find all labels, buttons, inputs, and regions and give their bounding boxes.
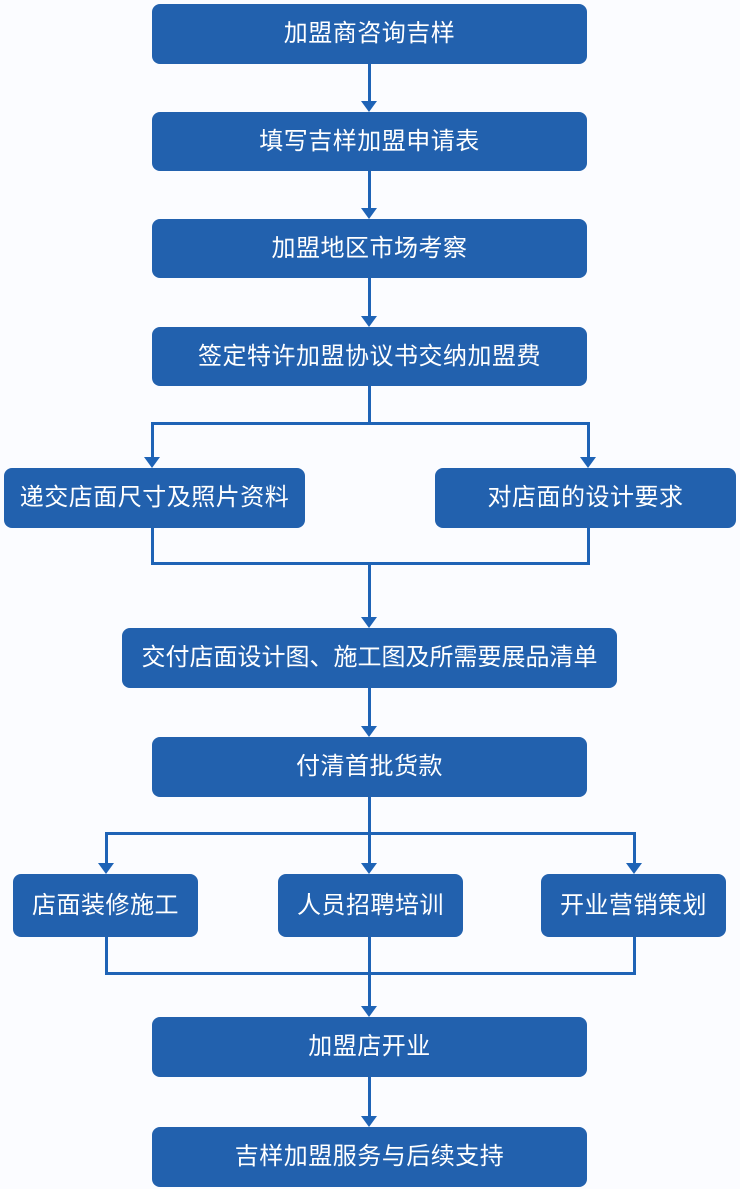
arrowhead-store-opening-icon (361, 1006, 377, 1017)
node-submit-store-info: 递交店面尺寸及照片资料 (4, 468, 305, 528)
arrowhead-recruitment-icon (361, 863, 377, 874)
connector-split2-horizontal (105, 832, 636, 835)
node-consult: 加盟商咨询吉样 (152, 4, 587, 64)
connector-merge1-right-drop (587, 528, 590, 565)
node-market-survey: 加盟地区市场考察 (152, 219, 587, 278)
arrowhead-deliver-design-icon (361, 617, 377, 628)
arrowhead-submit-info-icon (144, 457, 160, 468)
connector-line-deliver-pay (368, 688, 371, 726)
connector-split1-horizontal (151, 422, 590, 425)
connector-split1-stem (368, 386, 371, 425)
connector-merge2-left-drop (105, 937, 108, 975)
node-pay-first-batch: 付清首批货款 (152, 737, 587, 797)
node-store-renovation: 店面装修施工 (13, 874, 198, 937)
arrowhead-marketing-icon (626, 863, 642, 874)
connector-merge1-stem (368, 562, 371, 617)
arrowhead-application-icon (361, 101, 377, 112)
arrowhead-survey-icon (361, 208, 377, 219)
node-design-requirements: 对店面的设计要求 (435, 468, 736, 528)
connector-line-consult-application (368, 64, 371, 101)
connector-merge2-right-drop (633, 937, 636, 975)
connector-split1-left-drop (151, 422, 154, 457)
arrowhead-agreement-icon (361, 316, 377, 327)
connector-line-survey-agreement (368, 278, 371, 316)
connector-line-application-survey (368, 171, 371, 208)
arrowhead-pay-icon (361, 726, 377, 737)
arrowhead-renovation-icon (98, 863, 114, 874)
connector-split1-right-drop (587, 422, 590, 457)
connector-split2-left-drop (105, 832, 108, 863)
node-deliver-design: 交付店面设计图、施工图及所需要展品清单 (122, 628, 617, 688)
connector-split2-stem (368, 797, 371, 863)
node-opening-marketing: 开业营销策划 (541, 874, 726, 937)
arrowhead-design-requirements-icon (580, 457, 596, 468)
node-sign-agreement: 签定特许加盟协议书交纳加盟费 (152, 327, 587, 386)
node-store-opening: 加盟店开业 (152, 1017, 587, 1077)
node-staff-recruitment: 人员招聘培训 (278, 874, 463, 937)
node-follow-up-support: 吉样加盟服务与后续支持 (152, 1127, 587, 1187)
node-application-form: 填写吉样加盟申请表 (152, 112, 587, 171)
arrowhead-support-icon (361, 1116, 377, 1127)
connector-line-opening-support (368, 1077, 371, 1116)
connector-merge2-stem (368, 972, 371, 1006)
connector-split2-right-drop (633, 832, 636, 863)
connector-merge1-left-drop (151, 528, 154, 565)
connector-merge2-mid-drop (368, 937, 371, 975)
